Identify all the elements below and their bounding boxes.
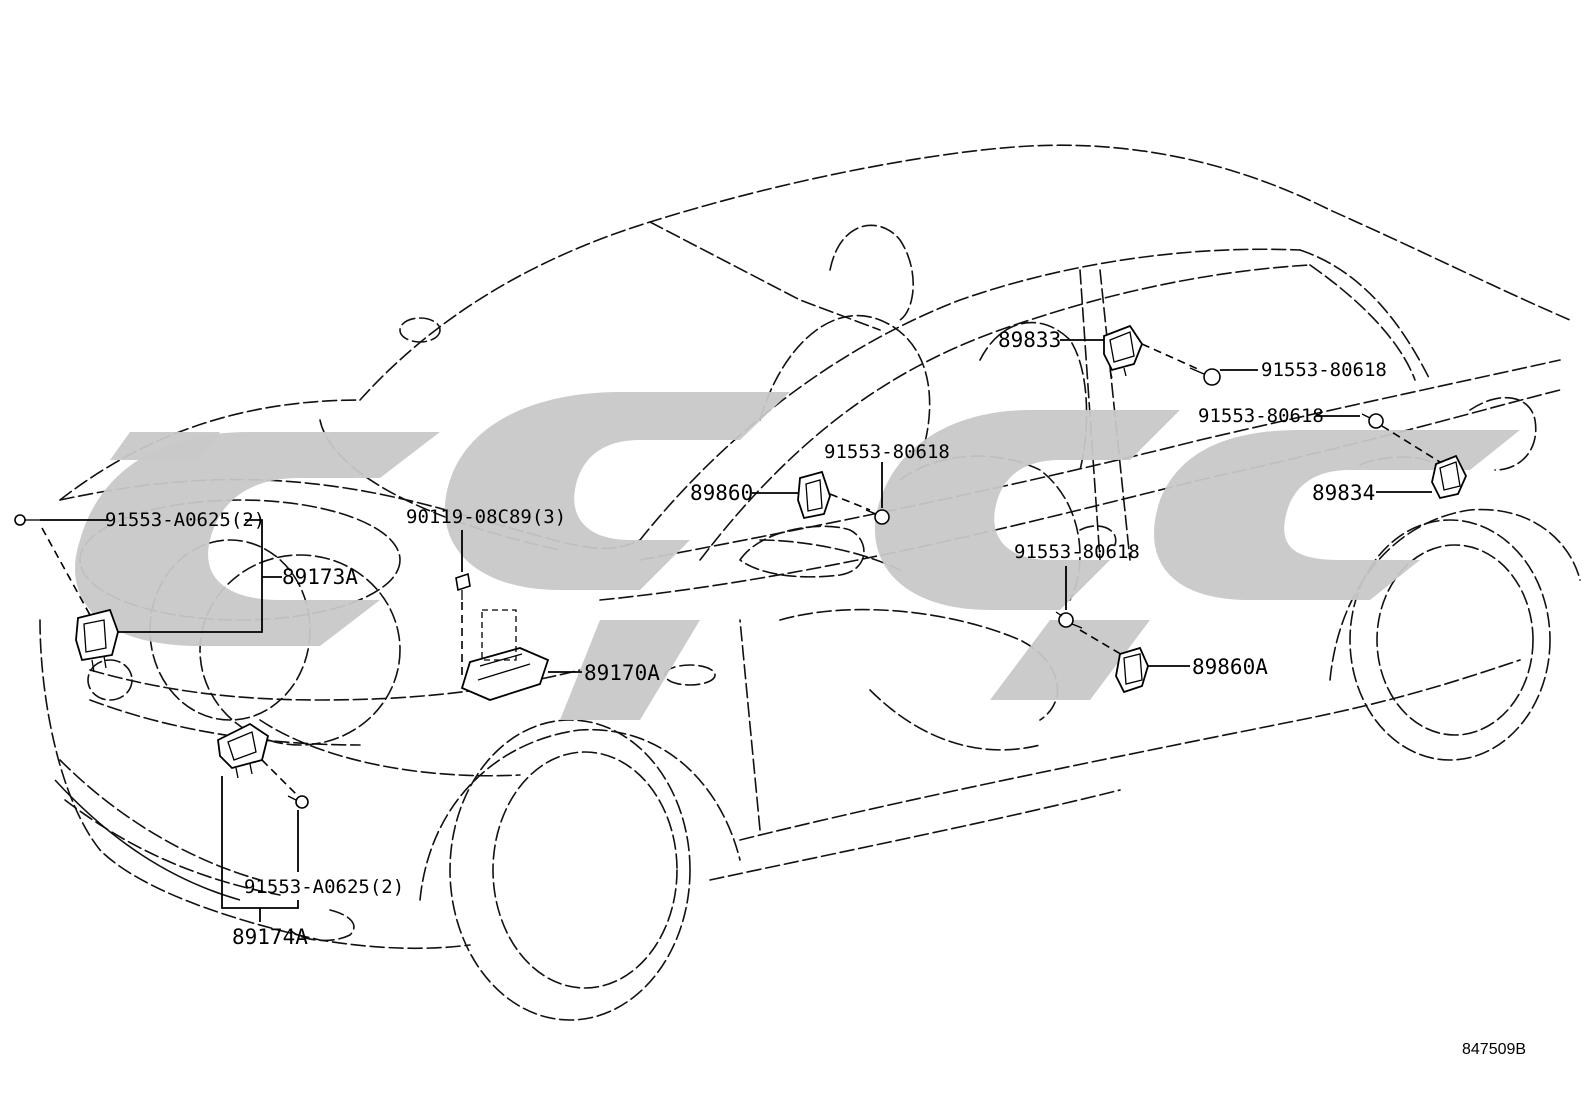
front-left-airbag-sensor[interactable] [75, 608, 119, 673]
bolt-rear-upper[interactable] [1189, 367, 1221, 386]
front-right-airbag-sensor[interactable] [217, 722, 270, 779]
side-airbag-sensor-front[interactable] [797, 470, 831, 520]
side-airbag-sensor-sill[interactable] [1115, 646, 1149, 694]
install-line-89173A [41, 527, 91, 616]
install-line-89174A [261, 759, 299, 797]
label-89860: 89860 [690, 481, 753, 505]
bolt-front-right[interactable] [287, 795, 309, 809]
side-airbag-sensor-rear-upper[interactable] [1103, 324, 1144, 379]
leader-89173A [40, 519, 282, 633]
diagram-reference-code: 847509B [1462, 1041, 1526, 1058]
label-bolt-front-left: 91553-A0625(2) [105, 509, 265, 531]
label-bolt-rear-upper: 91553-80618 [1261, 359, 1387, 381]
vehicle-outline [39, 144, 1581, 1021]
label-89860A: 89860A [1192, 655, 1268, 679]
label-89170A: 89170A [584, 661, 660, 685]
label-bolt-sill: 91553-80618 [1014, 541, 1140, 563]
leader-89174A [221, 776, 299, 922]
bolt-pillar-b[interactable] [865, 509, 890, 525]
install-line-89860 [829, 493, 871, 511]
bolt-rear-lower[interactable] [1361, 413, 1384, 429]
airbag-ecu[interactable] [460, 609, 550, 701]
bolt-sill[interactable] [1055, 611, 1083, 629]
label-bolt-front-right: 91553-A0625(2) [244, 876, 404, 898]
install-line-89860A [1079, 629, 1125, 657]
side-airbag-sensor-rear[interactable] [1431, 454, 1467, 500]
label-89174A: 89174A [232, 925, 308, 949]
leader-89860A [1065, 566, 1190, 667]
label-89833: 89833 [998, 328, 1061, 352]
watermark-logo [75, 392, 1520, 720]
install-line-89834 [1381, 425, 1441, 463]
leader-89833 [1060, 339, 1258, 371]
label-89834: 89834 [1312, 481, 1375, 505]
label-bolt-ecu: 90119-08C89(3) [406, 506, 566, 528]
label-bolt-rear-lower: 91553-80618 [1198, 405, 1324, 427]
leader-89834 [1316, 415, 1432, 493]
label-89173A: 89173A [282, 565, 358, 589]
leader-89860 [752, 462, 883, 508]
bolt-front-left[interactable] [14, 514, 40, 526]
bolt-ecu[interactable] [455, 572, 471, 600]
label-bolt-pillar-b: 91553-80618 [824, 441, 950, 463]
install-line-89833 [1141, 343, 1201, 371]
